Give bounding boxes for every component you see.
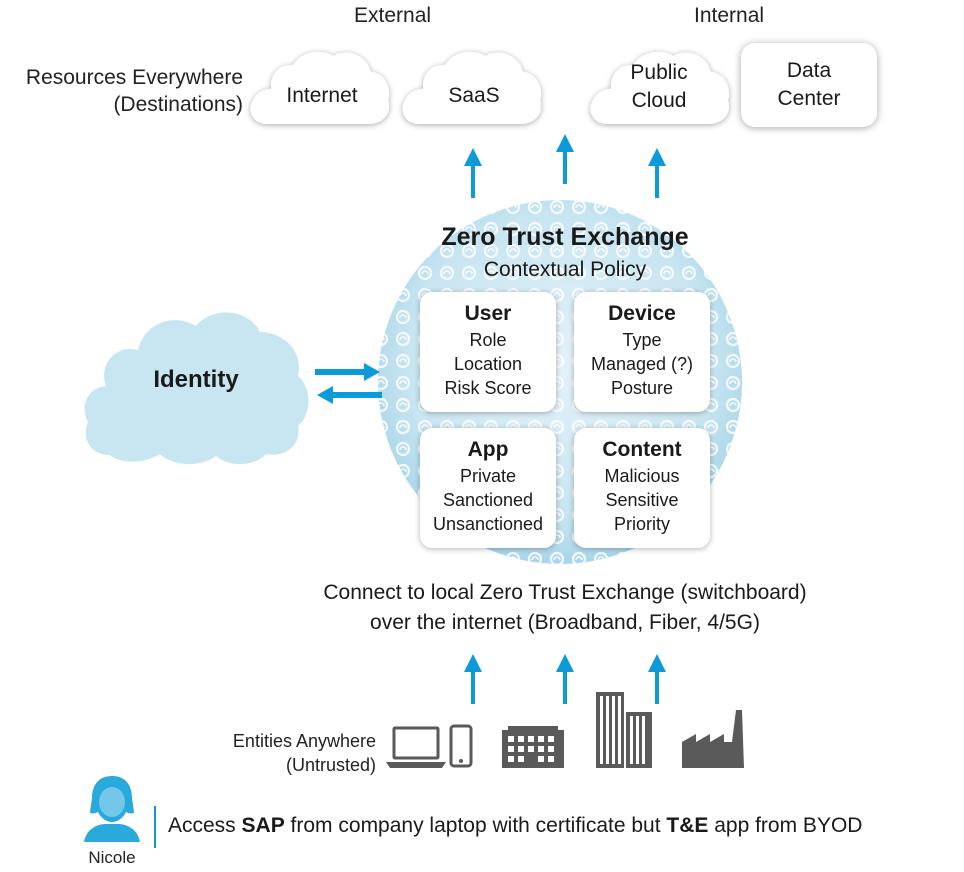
phone-icon [449, 724, 473, 768]
access-text: from company laptop with certificate but [284, 814, 667, 837]
connect-line2: over the internet (Broadband, Fiber, 4/5… [370, 611, 760, 634]
connect-line1: Connect to local Zero Trust Exchange (sw… [323, 581, 807, 604]
access-text: Access [168, 814, 242, 837]
device-card-title: Device [608, 302, 676, 325]
app-card-title: App [467, 438, 509, 461]
app-card: App Private Sanctioned Unsanctioned [420, 428, 556, 548]
data-center-line1: Data [786, 59, 832, 82]
right-arrow-icon [315, 363, 380, 381]
resources-label: Resources Everywhere (Destinations) [0, 64, 243, 118]
public-cloud-line2: Cloud [631, 89, 687, 112]
user-card-line: Risk Score [444, 378, 532, 398]
access-sap: SAP [241, 814, 285, 837]
public-cloud-label: Public Cloud [599, 59, 719, 115]
user-card-line: Role [469, 330, 507, 350]
up-arrow-icon [648, 148, 666, 198]
entity-icons [386, 692, 744, 768]
user-card-title: User [464, 302, 512, 325]
entities-line2: (Untrusted) [285, 755, 376, 775]
app-card-line: Sanctioned [442, 490, 534, 510]
entities-label: Entities Anywhere (Untrusted) [190, 729, 376, 777]
content-card-line: Sensitive [605, 490, 679, 510]
content-card-title: Content [602, 438, 682, 461]
laptop-icon [386, 726, 446, 768]
zte-title: Zero Trust Exchange [441, 223, 689, 251]
factory-icon [682, 710, 744, 768]
up-arrow-icon [556, 134, 574, 184]
identity-label: Identity [153, 366, 239, 393]
up-arrow-icon [464, 148, 482, 198]
user-avatar-icon [84, 776, 140, 842]
access-statement: Access SAP from company laptop with cert… [168, 814, 862, 838]
identity-cloud [84, 312, 309, 465]
external-header: External [354, 4, 432, 27]
internal-header: Internal [694, 4, 765, 27]
public-cloud-line1: Public [630, 61, 688, 84]
device-card-line: Posture [610, 378, 674, 398]
access-te: T&E [666, 814, 709, 837]
entities-line1: Entities Anywhere [232, 731, 376, 751]
resources-label-line2: (Destinations) [113, 93, 243, 116]
content-card-line: Priority [613, 514, 670, 534]
device-card: Device Type Managed (?) Posture [574, 292, 710, 412]
resources-label-line1: Resources Everywhere [25, 66, 243, 89]
app-card-line: Unsanctioned [432, 514, 544, 534]
office-building-icon [502, 726, 564, 768]
connect-text: Connect to local Zero Trust Exchange (sw… [240, 578, 890, 638]
user-card-line: Location [453, 354, 523, 374]
data-center-box: Data Center [741, 43, 877, 127]
access-text: app from BYOD [708, 814, 863, 837]
up-arrow-icon [556, 654, 574, 704]
data-center-line2: Center [777, 87, 841, 110]
up-arrow-icon [648, 654, 666, 704]
up-arrow-icon [464, 654, 482, 704]
content-card: Content Malicious Sensitive Priority [574, 428, 710, 548]
skyscrapers-icon [596, 692, 652, 768]
nicole-label: Nicole [88, 848, 136, 867]
content-card-line: Malicious [604, 466, 680, 486]
zte-subtitle: Contextual Policy [483, 258, 647, 281]
user-card: User Role Location Risk Score [420, 292, 556, 412]
saas-label: SaaS [448, 84, 500, 107]
left-arrow-icon [317, 386, 382, 404]
internet-label: Internet [286, 84, 358, 107]
data-center-label: Data Center [777, 57, 840, 113]
device-card-line: Type [622, 330, 662, 350]
divider [154, 806, 156, 848]
app-card-line: Private [459, 466, 517, 486]
device-card-line: Managed (?) [590, 354, 694, 374]
